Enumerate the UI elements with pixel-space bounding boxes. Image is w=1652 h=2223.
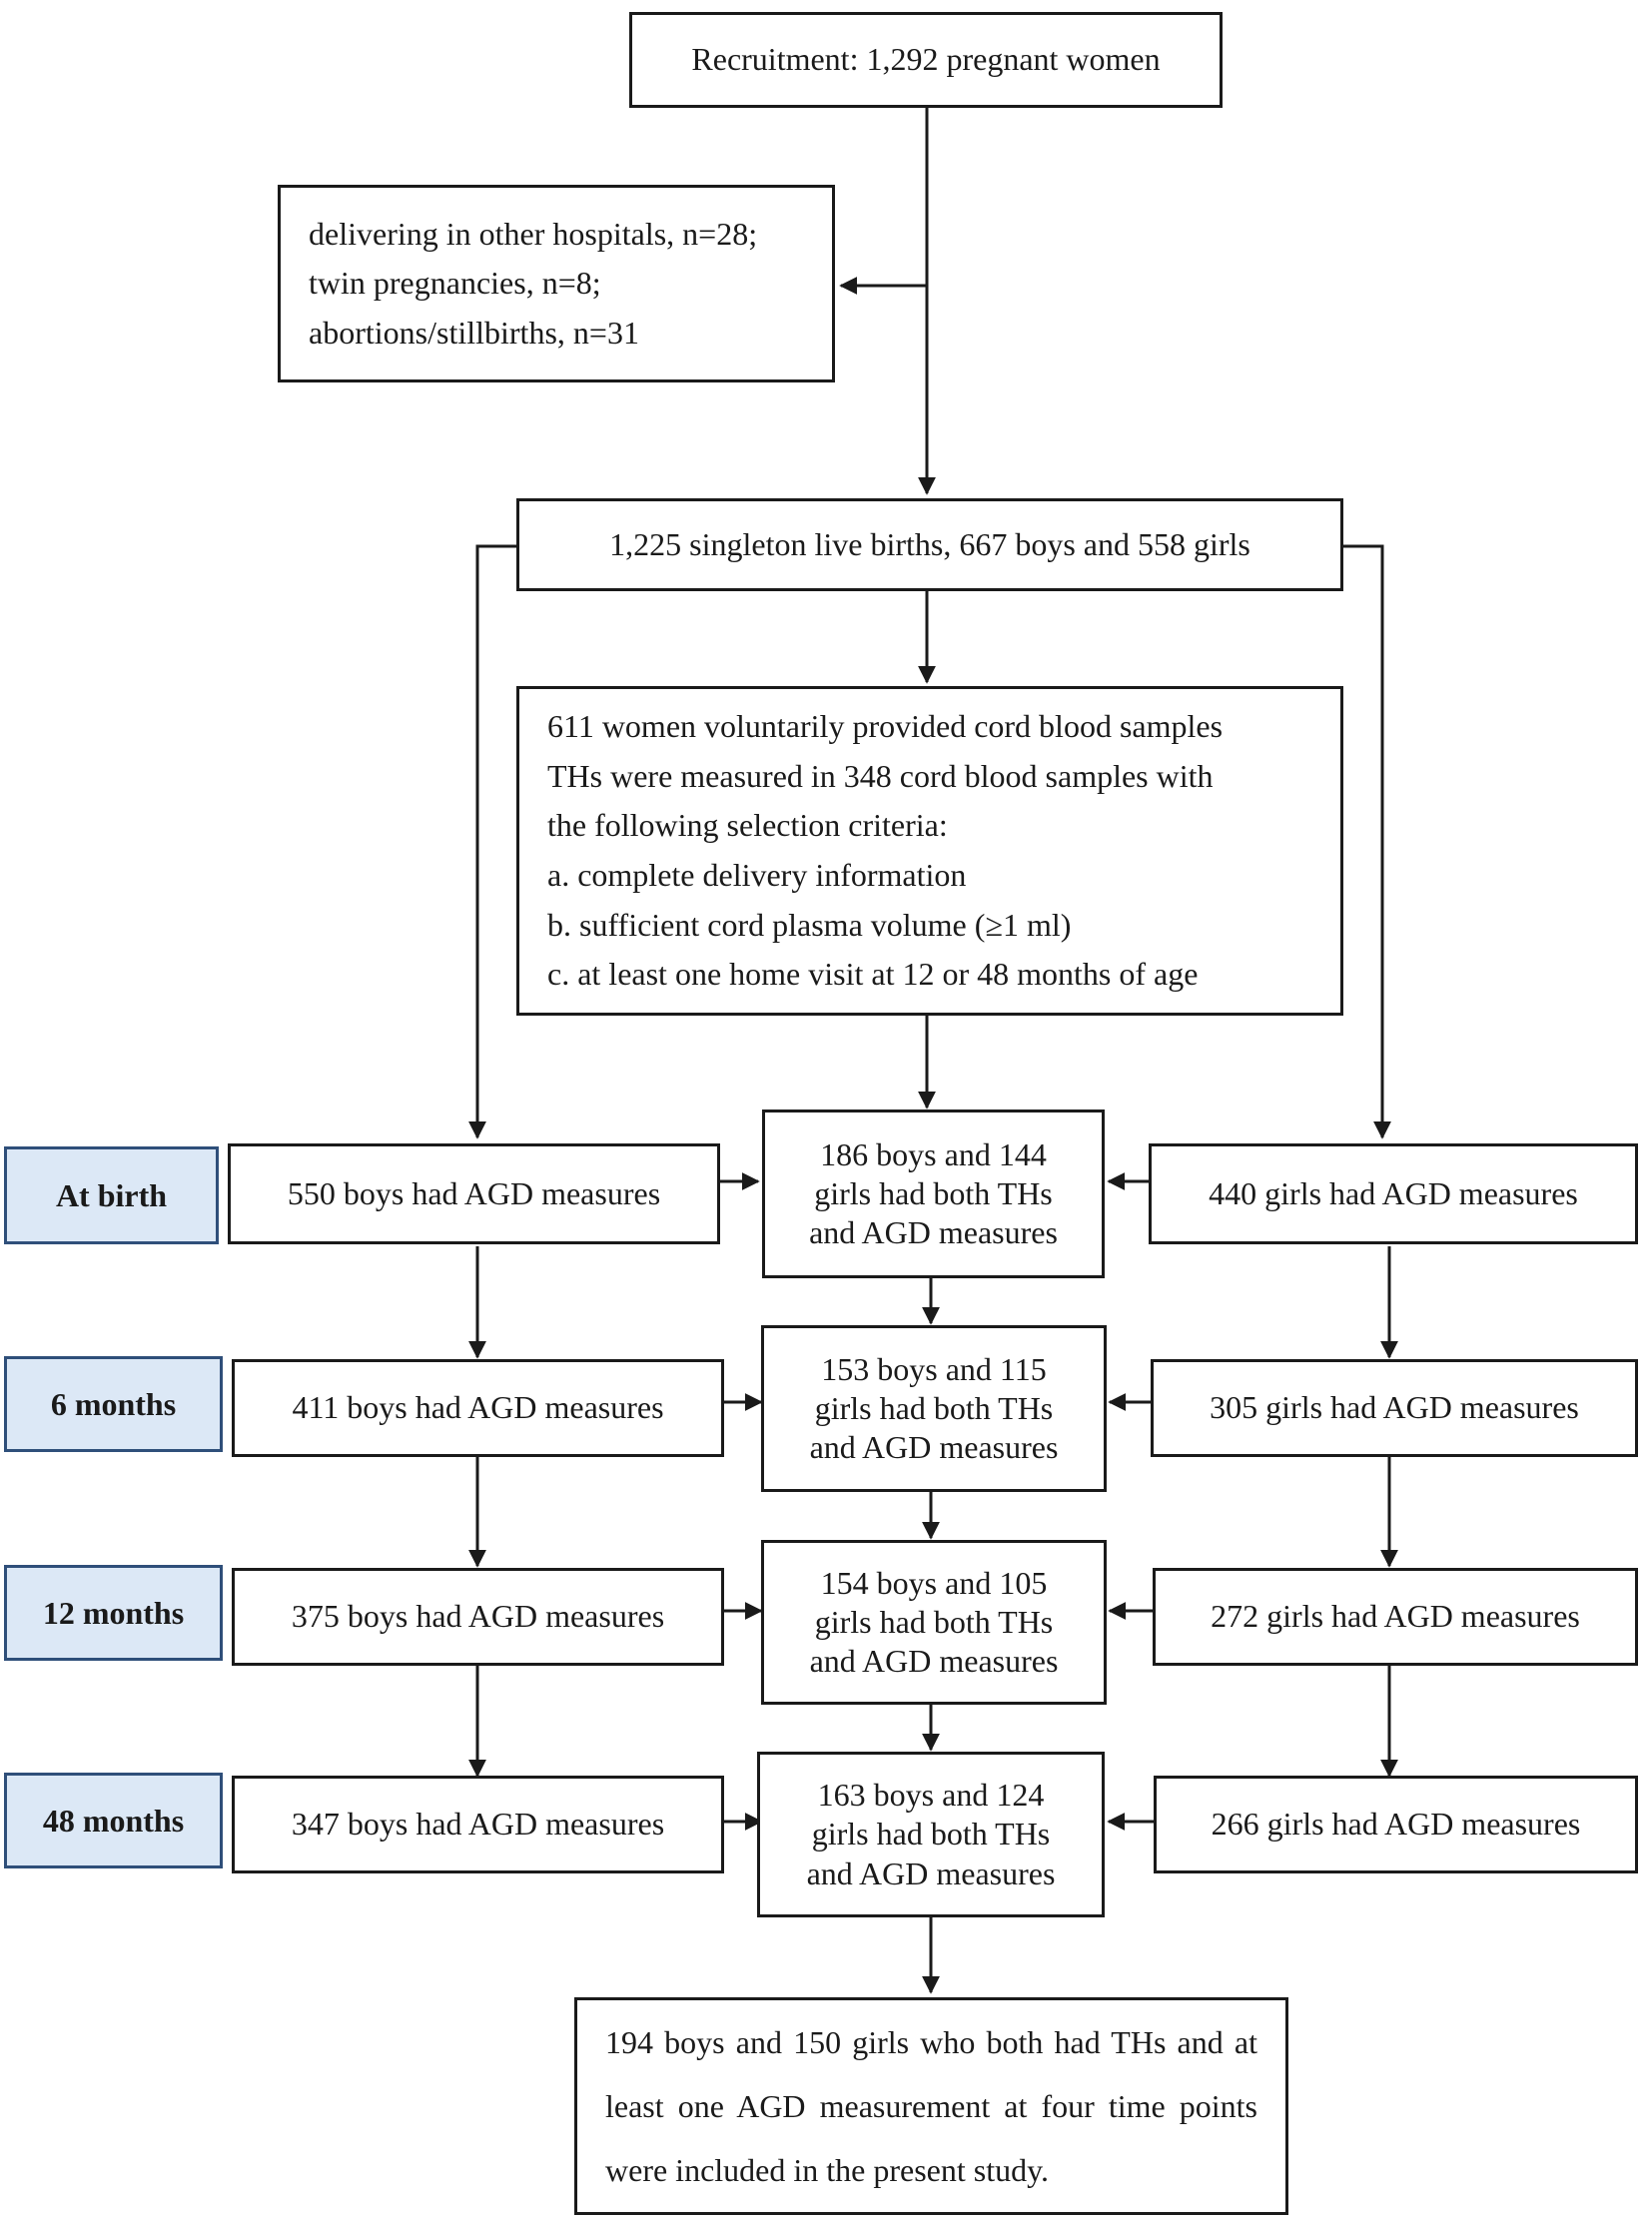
boys-agd-text: 347 boys had AGD measures bbox=[291, 1806, 665, 1843]
girls-agd-text: 272 girls had AGD measures bbox=[1211, 1598, 1580, 1635]
both-line-1: 154 boys and 105 bbox=[820, 1564, 1048, 1601]
stage-label-birth: At birth bbox=[4, 1146, 219, 1244]
recruitment-text: Recruitment: 1,292 pregnant women bbox=[691, 41, 1161, 78]
girls-agd-text: 305 girls had AGD measures bbox=[1210, 1389, 1579, 1426]
cord-line-1: 611 women voluntarily provided cord bloo… bbox=[547, 708, 1224, 745]
boys-agd-48m: 347 boys had AGD measures bbox=[232, 1776, 724, 1873]
boys-agd-birth: 550 boys had AGD measures bbox=[228, 1143, 720, 1244]
both-measures-birth: 186 boys and 144 girls had both THs and … bbox=[762, 1110, 1105, 1278]
cord-criterion-a: a. complete delivery information bbox=[547, 857, 967, 893]
boys-agd-12m: 375 boys had AGD measures bbox=[232, 1568, 724, 1666]
both-line-3: and AGD measures bbox=[809, 1214, 1058, 1251]
cord-blood-box: 611 women voluntarily provided cord bloo… bbox=[516, 686, 1343, 1016]
recruitment-box: Recruitment: 1,292 pregnant women bbox=[629, 12, 1223, 108]
both-measures-6m: 153 boys and 115 girls had both THs and … bbox=[761, 1325, 1107, 1492]
girls-agd-text: 440 girls had AGD measures bbox=[1209, 1174, 1578, 1211]
stage-label-12m: 12 months bbox=[4, 1565, 223, 1661]
stage-label-text: 12 months bbox=[42, 1594, 185, 1631]
arrow-births-to-boys bbox=[468, 544, 516, 1139]
arrow-births-to-girls bbox=[1343, 544, 1391, 1139]
both-line-2: girls had both THs bbox=[814, 1603, 1054, 1640]
both-line-2: girls had both THs bbox=[811, 1816, 1051, 1852]
both-line-1: 153 boys and 115 bbox=[821, 1350, 1047, 1387]
final-study-box: 194 boys and 150 girls who both had THs … bbox=[574, 1997, 1288, 2215]
stage-label-text: 48 months bbox=[42, 1802, 185, 1839]
cord-criterion-c: c. at least one home visit at 12 or 48 m… bbox=[547, 956, 1199, 993]
births-box: 1,225 singleton live births, 667 boys an… bbox=[516, 498, 1343, 591]
boys-agd-text: 375 boys had AGD measures bbox=[291, 1598, 665, 1635]
stage-label-text: At birth bbox=[55, 1176, 168, 1213]
cord-criterion-b: b. sufficient cord plasma volume (≥1 ml) bbox=[547, 906, 1072, 943]
cord-line-2: THs were measured in 348 cord blood samp… bbox=[547, 757, 1214, 794]
girls-agd-birth: 440 girls had AGD measures bbox=[1149, 1143, 1638, 1244]
both-line-3: and AGD measures bbox=[809, 1643, 1059, 1680]
births-text: 1,225 singleton live births, 667 boys an… bbox=[609, 525, 1250, 562]
boys-agd-text: 550 boys had AGD measures bbox=[287, 1174, 661, 1211]
boys-agd-6m: 411 boys had AGD measures bbox=[232, 1359, 724, 1457]
exclusion-other-hospitals: delivering in other hospitals, n=28; bbox=[309, 215, 758, 252]
exclusion-twin: twin pregnancies, n=8; bbox=[309, 265, 601, 302]
both-line-1: 163 boys and 124 bbox=[817, 1777, 1045, 1814]
both-measures-12m: 154 boys and 105 girls had both THs and … bbox=[761, 1540, 1107, 1705]
both-measures-48m: 163 boys and 124 girls had both THs and … bbox=[757, 1752, 1105, 1917]
boys-agd-text: 411 boys had AGD measures bbox=[292, 1389, 664, 1426]
both-line-2: girls had both THs bbox=[814, 1389, 1054, 1426]
cord-line-3: the following selection criteria: bbox=[547, 807, 948, 844]
stage-label-text: 6 months bbox=[50, 1385, 177, 1422]
both-line-1: 186 boys and 144 bbox=[820, 1135, 1047, 1172]
both-line-2: girls had both THs bbox=[814, 1174, 1053, 1211]
girls-agd-48m: 266 girls had AGD measures bbox=[1154, 1776, 1638, 1873]
girls-agd-12m: 272 girls had AGD measures bbox=[1153, 1568, 1638, 1666]
girls-agd-6m: 305 girls had AGD measures bbox=[1151, 1359, 1638, 1457]
stage-label-6m: 6 months bbox=[4, 1356, 223, 1452]
exclusion-abortions: abortions/stillbirths, n=31 bbox=[309, 314, 639, 351]
both-line-3: and AGD measures bbox=[809, 1429, 1059, 1466]
exclusions-box: delivering in other hospitals, n=28; twi… bbox=[278, 185, 835, 382]
stage-label-48m: 48 months bbox=[4, 1773, 223, 1868]
final-text: 194 boys and 150 girls who both had THs … bbox=[605, 2024, 1257, 2188]
both-line-3: and AGD measures bbox=[806, 1854, 1056, 1891]
girls-agd-text: 266 girls had AGD measures bbox=[1211, 1806, 1581, 1843]
